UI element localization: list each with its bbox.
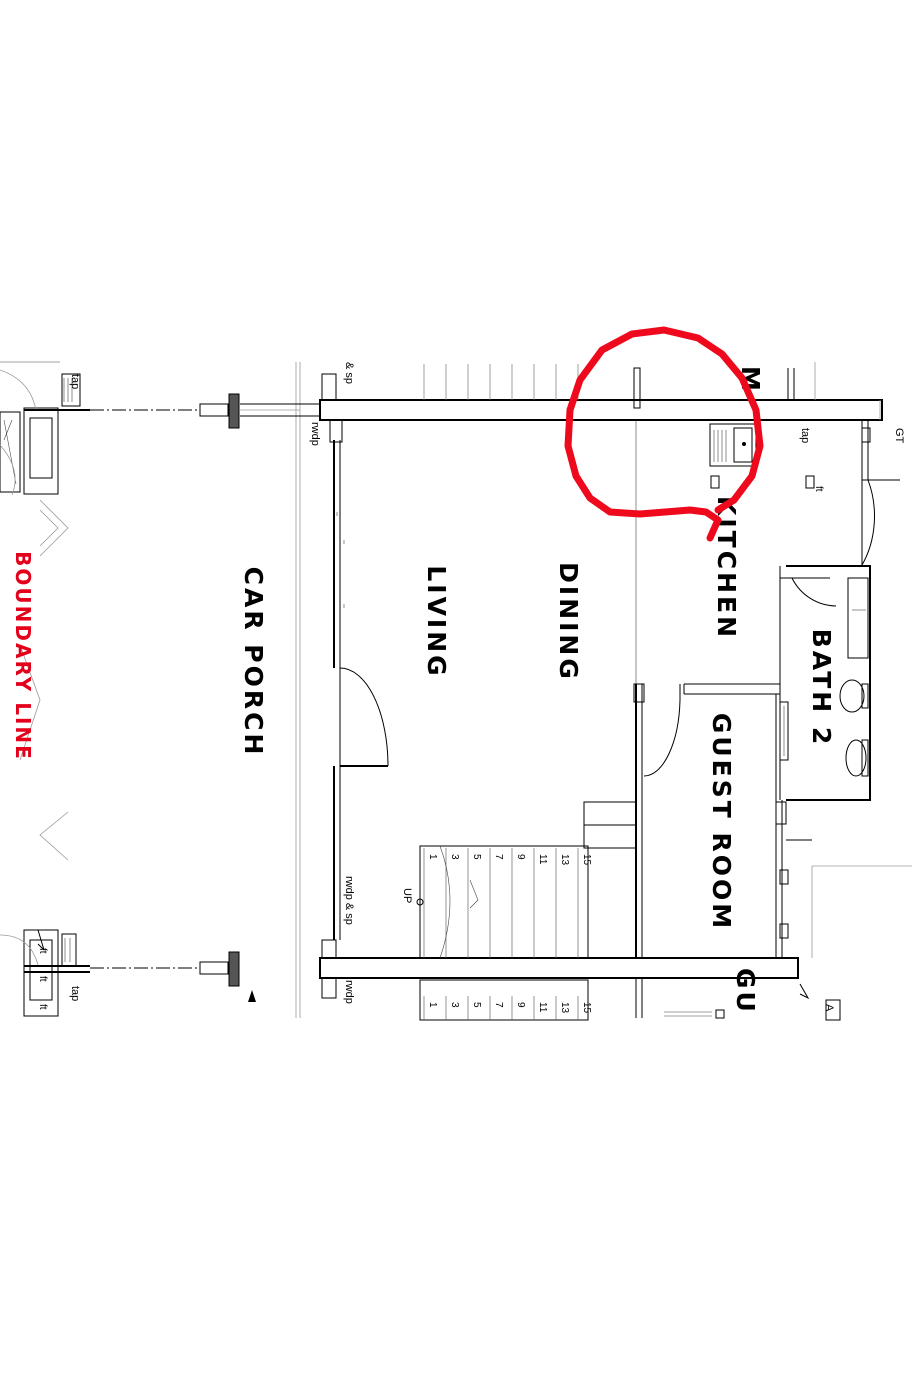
annotation-up: UP [401, 888, 413, 903]
annotation-tap-bottom: tap [69, 986, 81, 1001]
bath-2-walls [779, 565, 871, 801]
lower-right-walls [635, 978, 725, 1019]
stair-lower-number: 11 [537, 1002, 548, 1013]
label-guest-room: GUEST ROOM [707, 713, 736, 931]
staircase-top [423, 364, 579, 400]
gate-detail-top [0, 369, 90, 496]
annotation-tap-kitchen: tap [799, 428, 811, 443]
annotation-rwdp-bottom: rwdp [343, 980, 355, 1004]
stair-upper-number: 15 [581, 854, 592, 866]
annotation-sp-top: & sp [343, 362, 355, 384]
living-front-wall [333, 440, 389, 940]
porch-lines [0, 361, 301, 1018]
boundary-hatching [19, 499, 69, 861]
stair-upper-number: 7 [493, 854, 504, 860]
annotation-a-partial: A [823, 1004, 835, 1012]
annotation-ft-left-3: ft [37, 1004, 48, 1010]
red-markup-circle [564, 326, 764, 542]
label-car-porch: CAR PORCH [239, 567, 268, 758]
upper-right-walls [787, 362, 881, 420]
stair-lower-number: 9 [515, 1002, 526, 1008]
label-guest-partial: GU [731, 968, 760, 1015]
label-living: LIVING [422, 565, 451, 678]
main-walls [240, 373, 883, 999]
stair-lower-number: 1 [427, 1002, 438, 1008]
stair-upper-number: 13 [559, 854, 570, 866]
stair-upper-number: 5 [471, 854, 482, 860]
stair-lower-number: 13 [559, 1002, 570, 1014]
annotation-rwdp-sp: rwdp & sp [343, 876, 355, 925]
sliding-gate-tracks [90, 393, 300, 1002]
stair-lower-number: 3 [449, 1002, 460, 1008]
annotation-ft-left-1: ft [37, 948, 48, 954]
stair-upper-number: 11 [537, 854, 548, 865]
annotation-tap-top: tap [69, 374, 81, 389]
stair-lower-number: 5 [471, 1002, 482, 1008]
annotation-gt: GT [893, 428, 905, 444]
stair-lower-number: 15 [581, 1002, 592, 1014]
stair-upper-number: 1 [427, 854, 438, 860]
annotation-ft-kitchen: ft [813, 486, 824, 492]
label-bath-2: BATH 2 [807, 629, 836, 748]
annotation-rwdp-top: rwdp [309, 422, 321, 446]
stair-upper-number: 3 [449, 854, 460, 860]
kitchen-walls [583, 367, 900, 958]
stair-lower-number: 7 [493, 1002, 504, 1008]
guest-room-walls [633, 683, 912, 1021]
label-dining: DINING [554, 562, 583, 682]
gate-detail-bottom [0, 929, 90, 1017]
stair-upper-number: 9 [515, 854, 526, 860]
annotation-ft-left-2: ft [37, 976, 48, 982]
label-boundary-line: BOUNDARY LINE [11, 551, 35, 761]
